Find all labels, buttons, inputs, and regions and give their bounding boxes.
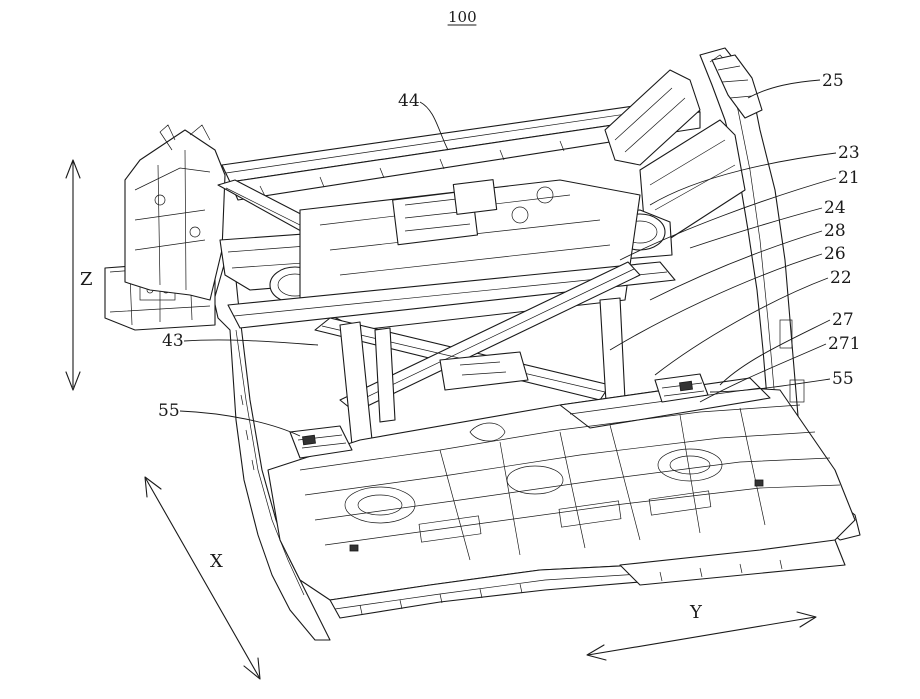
y-axis-arrow: [586, 611, 817, 661]
label-25: 25: [822, 71, 844, 91]
label-27: 27: [832, 310, 854, 330]
callout-24: 24: [689, 198, 846, 249]
label-26: 26: [824, 244, 846, 264]
figure-number: 100: [447, 8, 477, 26]
label-22: 22: [830, 268, 852, 288]
callout-55-right: 55: [709, 369, 854, 393]
callout-23: 23: [649, 143, 860, 206]
callout-21: 21: [619, 168, 860, 261]
vehicle-body-structure: [104, 47, 861, 641]
x-axis-label: X: [210, 551, 223, 572]
label-43: 43: [162, 331, 184, 351]
callout-27: 27: [719, 310, 854, 386]
callout-28: 28: [649, 221, 846, 301]
label-21: 21: [838, 168, 860, 188]
left-upper-pillar: [124, 129, 226, 301]
callout-271: 271: [699, 334, 860, 403]
label-55-left: 55: [158, 401, 180, 421]
label-24: 24: [824, 198, 846, 218]
z-axis-arrow: [65, 159, 81, 391]
callout-26: 26: [609, 244, 846, 351]
upper-diagonal-strut: [604, 69, 701, 166]
label-55-right: 55: [832, 369, 854, 389]
label-44: 44: [398, 91, 420, 111]
center-pedestal: [439, 351, 529, 391]
figure-number-text: 100: [448, 8, 477, 26]
callout-25: 25: [747, 71, 844, 99]
z-axis-label: Z: [80, 269, 93, 290]
lower-cross-beam: [227, 261, 676, 329]
callout-55-left: 55: [158, 401, 301, 437]
x-axis-arrow: [144, 476, 261, 680]
label-23: 23: [838, 143, 860, 163]
label-28: 28: [824, 221, 846, 241]
center-vertical-post: [374, 327, 396, 423]
y-axis-label: Y: [689, 602, 703, 623]
label-271: 271: [828, 334, 860, 354]
callout-44: 44: [398, 91, 449, 151]
callout-22: 22: [654, 268, 852, 376]
left-seat-mount: [289, 425, 353, 459]
right-top-bracket: [711, 54, 763, 119]
callout-43: 43: [162, 331, 319, 351]
